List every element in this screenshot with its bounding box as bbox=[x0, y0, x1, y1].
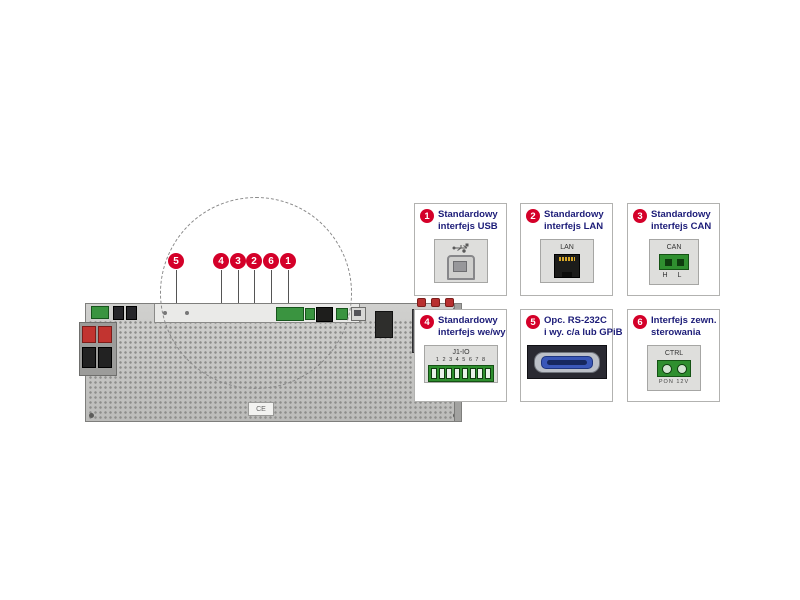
terminal-pin bbox=[477, 368, 484, 379]
gpib-connector-icon bbox=[527, 345, 607, 379]
card-title: Interfejs zewn. sterowania bbox=[633, 315, 717, 339]
card-title-line2: sterowania bbox=[651, 327, 701, 338]
terminal-pin bbox=[446, 368, 453, 379]
terminal-pin bbox=[469, 368, 476, 379]
can-terminal bbox=[659, 254, 689, 270]
card-badge: 3 bbox=[633, 209, 647, 223]
gpib-shell bbox=[534, 351, 600, 373]
callout-badge-5: 5 bbox=[168, 253, 184, 269]
callout-line bbox=[238, 270, 239, 303]
ctrl-connector-icon: CTRL PON 12V bbox=[647, 345, 701, 391]
zoom-highlight-circle bbox=[160, 197, 352, 389]
callout-line bbox=[254, 270, 255, 303]
panel-screw bbox=[89, 413, 94, 418]
switch-icon bbox=[113, 306, 124, 320]
card-title: Standardowy interfejs CAN bbox=[633, 209, 715, 233]
lan-port-graphic: LAN bbox=[526, 239, 608, 283]
callout-badge-6: 6 bbox=[263, 253, 279, 269]
terminal-screw bbox=[676, 363, 687, 374]
port-label: CTRL bbox=[664, 350, 684, 357]
wire-caps bbox=[417, 298, 454, 307]
terminal-screw bbox=[661, 363, 672, 374]
callout-line bbox=[271, 270, 272, 303]
port-label: LAN bbox=[560, 244, 574, 251]
callout-badge-1: 1 bbox=[280, 253, 296, 269]
card-title-line2: interfejs CAN bbox=[651, 221, 712, 232]
can-port-graphic: CAN H L bbox=[633, 239, 715, 285]
card-title: Opc. RS-232C i wy. c/a lub GPiB bbox=[526, 315, 623, 339]
callout-line bbox=[221, 270, 222, 303]
usb-port-mini bbox=[351, 307, 366, 321]
card-badge: 2 bbox=[526, 209, 540, 223]
wire-cap bbox=[431, 298, 440, 307]
card-title-line1: Standardowy bbox=[438, 315, 498, 326]
card-title-line2: interfejs USB bbox=[438, 221, 498, 232]
card-title-line1: Standardowy bbox=[544, 209, 604, 220]
card-badge: 1 bbox=[420, 209, 434, 223]
terminal-pin bbox=[438, 368, 445, 379]
card-badge: 4 bbox=[420, 315, 434, 329]
card-title: Standardowy interfejs we/wy bbox=[420, 315, 506, 339]
wire-cap bbox=[417, 298, 426, 307]
io-port-graphic: J1-IO 1 2 3 4 5 6 7 8 bbox=[420, 345, 502, 383]
interface-card-gpib: 5 Opc. RS-232C i wy. c/a lub GPiB bbox=[520, 309, 623, 402]
io-terminal-block bbox=[428, 365, 494, 382]
gpib-port-graphic bbox=[526, 345, 608, 379]
output-post-red bbox=[82, 326, 96, 343]
io-terminal-icon: J1-IO 1 2 3 4 5 6 7 8 bbox=[424, 345, 498, 383]
switch-icon bbox=[126, 306, 137, 320]
callout-line bbox=[288, 270, 289, 303]
card-title: Standardowy interfejs USB bbox=[420, 209, 502, 233]
rj45-jack bbox=[554, 254, 580, 278]
usb-socket bbox=[447, 254, 475, 280]
usb-port-icon bbox=[434, 239, 488, 283]
port-label: CAN bbox=[666, 244, 682, 251]
terminal-hole bbox=[664, 258, 672, 266]
callout-badge-2: 2 bbox=[246, 253, 262, 269]
card-title-line1: Opc. RS-232C bbox=[544, 315, 607, 326]
terminal-pin bbox=[485, 368, 492, 379]
output-post-black bbox=[82, 347, 96, 368]
interface-card-ctrl: 6 Interfejs zewn. sterowania CTRL PON 12… bbox=[627, 309, 720, 402]
interface-card-io: 4 Standardowy interfejs we/wy J1-IO 1 2 … bbox=[414, 309, 507, 402]
card-title-line1: Standardowy bbox=[651, 209, 711, 220]
usb-trident-icon bbox=[452, 243, 469, 253]
port-pin-labels: 1 2 3 4 5 6 7 8 bbox=[435, 357, 487, 363]
cable-clamp bbox=[375, 311, 393, 338]
output-post-red bbox=[98, 326, 112, 343]
port-label: J1-IO bbox=[452, 349, 470, 356]
wire-cap bbox=[445, 298, 454, 307]
usb-port-graphic bbox=[420, 239, 502, 283]
rating-label: CE bbox=[248, 402, 274, 416]
sense-connector bbox=[91, 306, 109, 319]
card-badge: 6 bbox=[633, 315, 647, 329]
gpib-insert bbox=[541, 355, 593, 369]
terminal-pin bbox=[454, 368, 461, 379]
card-badge: 5 bbox=[526, 315, 540, 329]
terminal-pin bbox=[430, 368, 437, 379]
terminal-pin bbox=[461, 368, 468, 379]
can-connector-icon: CAN H L bbox=[649, 239, 699, 285]
card-title-line2: interfejs LAN bbox=[544, 221, 604, 232]
card-title-line2: i wy. c/a lub GPiB bbox=[544, 327, 623, 338]
card-title-line1: Standardowy bbox=[438, 209, 498, 220]
ctrl-terminal bbox=[657, 360, 691, 377]
card-title: Standardowy interfejs LAN bbox=[526, 209, 608, 233]
ctrl-port-graphic: CTRL PON 12V bbox=[633, 345, 715, 391]
terminal-hole bbox=[676, 258, 684, 266]
interface-card-usb: 1 Standardowy interfejs USB bbox=[414, 203, 507, 296]
interface-card-can: 3 Standardowy interfejs CAN CAN H L bbox=[627, 203, 720, 296]
interface-card-lan: 2 Standardowy interfejs LAN LAN bbox=[520, 203, 613, 296]
callout-badge-3: 3 bbox=[230, 253, 246, 269]
card-title-line2: interfejs we/wy bbox=[438, 327, 506, 338]
output-post-black bbox=[98, 347, 112, 368]
port-pin-labels: PON 12V bbox=[658, 379, 690, 385]
card-title-line1: Interfejs zewn. bbox=[651, 315, 717, 326]
lan-port-icon: LAN bbox=[540, 239, 594, 283]
callout-line bbox=[176, 270, 177, 303]
port-pin-labels: H L bbox=[662, 272, 686, 279]
callout-badge-4: 4 bbox=[213, 253, 229, 269]
